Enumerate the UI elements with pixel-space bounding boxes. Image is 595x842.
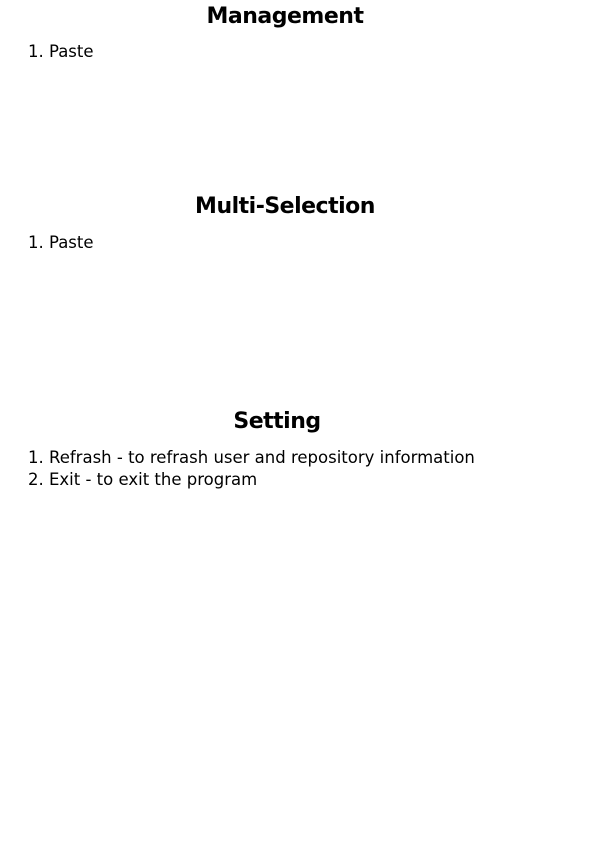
list-item-paste: 1. Paste (28, 233, 94, 252)
section-title-management: Management (206, 4, 364, 29)
list-item-paste: 1. Paste (28, 42, 94, 61)
list-item-exit: 2. Exit - to exit the program (28, 470, 258, 489)
section-title-multi-selection: Multi-Selection (195, 194, 375, 219)
setting-list: 1. Refrash - to refrash user and reposit… (28, 447, 475, 491)
list-item-refrash: 1. Refrash - to refrash user and reposit… (28, 448, 475, 467)
multi-selection-list: 1. Paste (28, 232, 94, 254)
section-title-setting: Setting (233, 409, 321, 434)
management-list: 1. Paste (28, 41, 94, 63)
